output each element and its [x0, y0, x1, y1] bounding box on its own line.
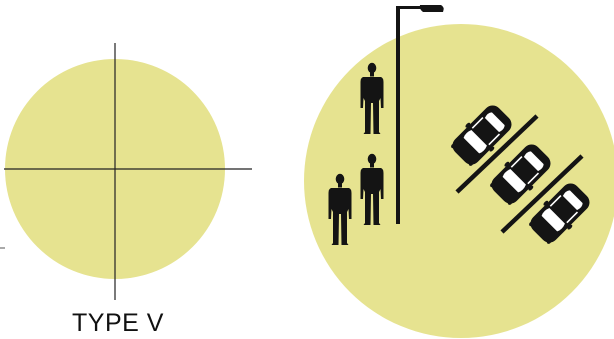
light-pool-right [304, 24, 614, 338]
diagram-caption: TYPE V [58, 309, 178, 337]
